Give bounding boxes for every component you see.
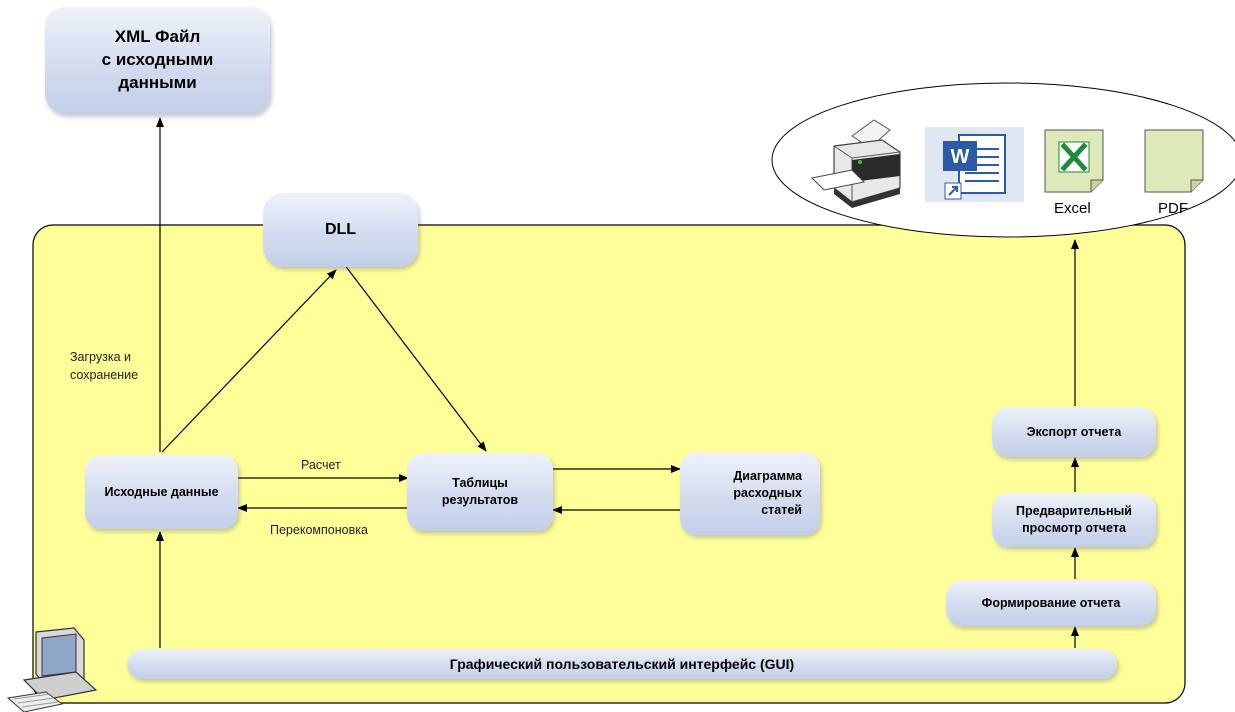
pdf-icon — [1144, 129, 1204, 193]
svg-text:W: W — [951, 146, 970, 168]
dll-node: DLL — [263, 193, 418, 267]
computer-icon — [6, 627, 98, 712]
form-report-node: Формирование отчета — [946, 580, 1156, 626]
expense-chart-node: Диаграмма расходных статей — [680, 452, 820, 535]
load-save-label: Загрузка и сохранение — [70, 350, 139, 383]
result-tables-node: Таблицы результатов — [407, 453, 553, 531]
word-icon: W — [925, 127, 1024, 202]
excel-icon — [1044, 129, 1104, 193]
pdf-label: PDF — [1158, 200, 1188, 217]
export-report-node: Экспорт отчета — [992, 407, 1156, 457]
arrow-dll-to-tables — [343, 263, 487, 452]
arrow-source-to-dll — [161, 269, 337, 453]
gui-bar: Графический пользовательский интерфейс (… — [127, 649, 1117, 679]
application-panel — [32, 224, 1186, 704]
source-data-node: Исходные данные — [85, 455, 238, 529]
xml-file-node: XML Файл с исходными данными — [45, 7, 270, 114]
relayout-label: Перекомпоновка — [270, 523, 368, 537]
excel-label: Excel — [1054, 200, 1091, 217]
preview-report-node: Предварительный просмотр отчета — [992, 493, 1156, 547]
printer-icon — [810, 119, 901, 208]
calc-label: Расчет — [301, 458, 341, 472]
